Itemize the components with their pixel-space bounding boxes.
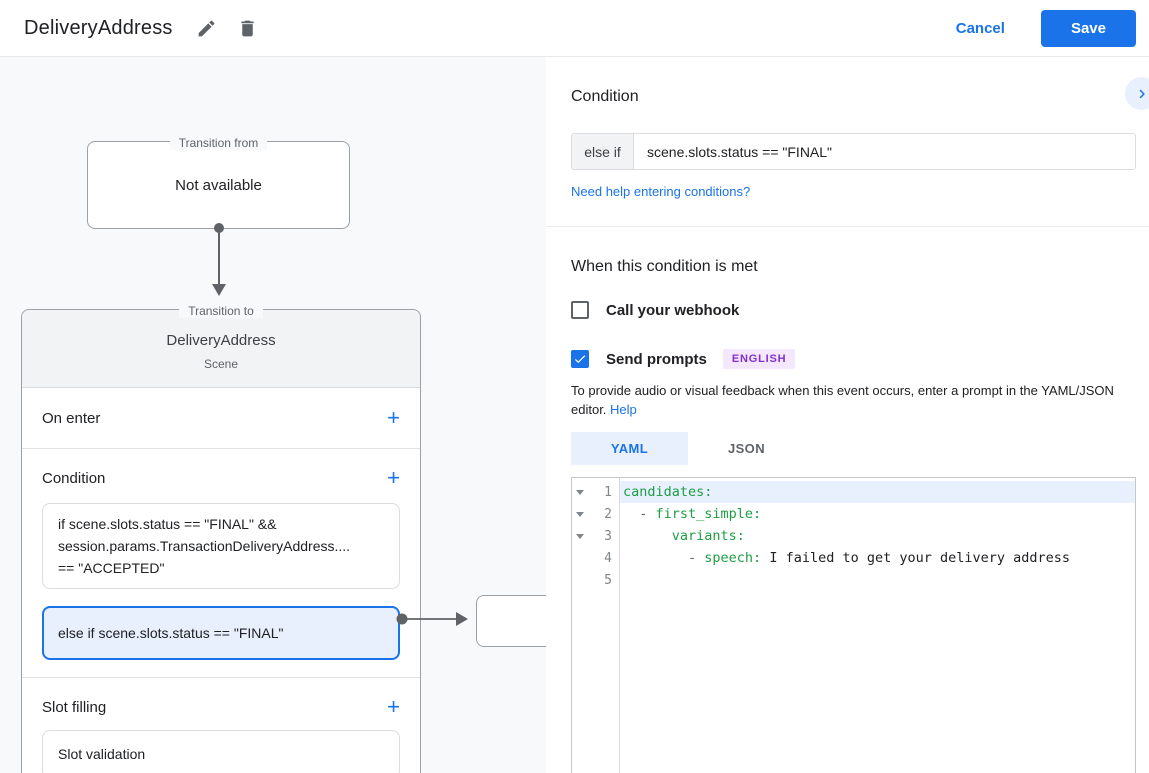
condition-line: if scene.slots.status == "FINAL" && — [58, 516, 277, 532]
pencil-icon — [196, 18, 217, 39]
line-number: 5 — [604, 572, 612, 588]
yaml-punct: - — [623, 506, 656, 522]
condition-expression-row: else if — [571, 133, 1136, 170]
send-prompts-option-row: Send prompts ENGLISH — [571, 349, 1136, 369]
panel-title: Condition — [571, 88, 639, 105]
gutter-row: 3 — [572, 525, 619, 547]
condition-transition-arrow — [396, 612, 468, 626]
prompts-description-text: To provide audio or visual feedback when… — [571, 383, 1114, 417]
send-prompts-label: Send prompts — [606, 350, 707, 368]
yaml-punct — [623, 528, 672, 544]
delete-scene-button[interactable] — [236, 16, 260, 40]
language-badge: ENGLISH — [722, 349, 796, 369]
condition-line: session.params.TransactionDeliveryAddres… — [58, 538, 351, 554]
scene-diagram-canvas: Transition from Not available Transition… — [0, 57, 546, 773]
add-condition-button[interactable]: + — [387, 465, 400, 490]
on-enter-section: On enter + — [22, 388, 420, 449]
code-line-empty — [620, 569, 1135, 591]
yaml-key: variants: — [671, 528, 745, 544]
gutter-row: 2 — [572, 503, 619, 525]
chevron-right-icon — [1133, 85, 1149, 103]
condition-item-elseif-selected[interactable]: else if scene.slots.status == "FINAL" — [42, 606, 400, 660]
condition-section-label: Condition — [42, 469, 106, 487]
top-bar: DeliveryAddress Cancel Save — [0, 0, 1149, 57]
line-number: 3 — [604, 528, 612, 544]
send-prompts-checkbox[interactable] — [571, 350, 589, 368]
page-title: DeliveryAddress — [24, 16, 173, 39]
fold-arrow-icon[interactable] — [572, 533, 588, 539]
add-on-enter-button[interactable]: + — [387, 405, 400, 430]
prompts-description: To provide audio or visual feedback when… — [571, 381, 1136, 419]
checkmark-icon — [573, 352, 587, 366]
editor-gutter: 1 2 3 4 5 — [572, 478, 620, 773]
yaml-punct: - — [623, 550, 705, 566]
add-slot-button[interactable]: + — [387, 694, 400, 719]
save-button[interactable]: Save — [1040, 9, 1136, 47]
tab-yaml[interactable]: YAML — [571, 432, 688, 465]
webhook-option-row: Call your webhook — [571, 301, 1136, 319]
code-line: - speech: I failed to get your delivery … — [620, 547, 1135, 569]
line-number: 2 — [604, 506, 612, 522]
condition-help-link[interactable]: Need help entering conditions? — [571, 184, 751, 199]
yaml-key: first_simple: — [655, 506, 762, 522]
gutter-row: 4 — [572, 547, 619, 569]
when-condition-met-title: When this condition is met — [571, 258, 758, 275]
slot-filling-label: Slot filling — [42, 698, 107, 716]
call-webhook-checkbox[interactable] — [571, 301, 589, 319]
scene-name: DeliveryAddress — [166, 332, 276, 349]
line-number: 4 — [604, 550, 612, 566]
condition-editor-panel: Condition else if Need help entering con… — [546, 57, 1149, 773]
next-scene-node[interactable] — [476, 595, 546, 647]
transition-from-legend: Transition from — [88, 134, 349, 152]
transition-arrow-down — [212, 223, 226, 296]
cancel-button[interactable]: Cancel — [955, 19, 1005, 37]
gutter-row: 1 — [572, 481, 619, 503]
tab-json[interactable]: JSON — [727, 441, 765, 456]
gutter-row: 5 — [572, 569, 619, 591]
editor-code-area[interactable]: candidates: - first_simple: variants: - … — [620, 478, 1135, 773]
else-if-prefix-label: else if — [572, 134, 634, 169]
condition-item-if[interactable]: if scene.slots.status == "FINAL" && sess… — [42, 503, 400, 589]
yaml-key: candidates: — [623, 484, 713, 500]
scene-type-label: Scene — [203, 357, 239, 371]
transition-from-value: Not available — [175, 176, 262, 194]
yaml-value: I failed to get your delivery address — [761, 550, 1071, 566]
main-content: Transition from Not available Transition… — [0, 57, 1149, 773]
edit-title-button[interactable] — [195, 16, 219, 40]
code-line: variants: — [620, 525, 1135, 547]
trash-icon — [237, 18, 258, 39]
prompts-help-link[interactable]: Help — [610, 402, 637, 417]
slot-validation-item[interactable]: Slot validation — [42, 730, 400, 773]
collapse-panel-button[interactable] — [1125, 77, 1149, 110]
condition-section: Condition + if scene.slots.status == "FI… — [22, 449, 420, 678]
scene-card: Transition to DeliveryAddress Scene On e… — [21, 304, 421, 773]
code-line-current: candidates: — [620, 481, 1135, 503]
fold-arrow-icon[interactable] — [572, 511, 588, 517]
transition-from-node[interactable]: Transition from Not available — [87, 136, 350, 229]
call-webhook-label: Call your webhook — [606, 301, 740, 319]
fold-arrow-icon[interactable] — [572, 489, 588, 495]
yaml-key: speech: — [704, 550, 762, 566]
scene-card-header: DeliveryAddress Scene — [22, 310, 420, 388]
on-enter-label: On enter — [42, 409, 101, 427]
slot-filling-section: Slot filling + Slot validation Transacti… — [22, 678, 420, 773]
condition-expression-input[interactable] — [634, 134, 1135, 169]
line-number: 1 — [604, 484, 612, 500]
panel-divider — [546, 226, 1149, 227]
yaml-code-editor[interactable]: 1 2 3 4 5 can — [571, 477, 1136, 773]
condition-line: == "ACCEPTED" — [58, 560, 165, 576]
editor-format-tabs: YAML JSON — [571, 432, 1136, 465]
code-line: - first_simple: — [620, 503, 1135, 525]
